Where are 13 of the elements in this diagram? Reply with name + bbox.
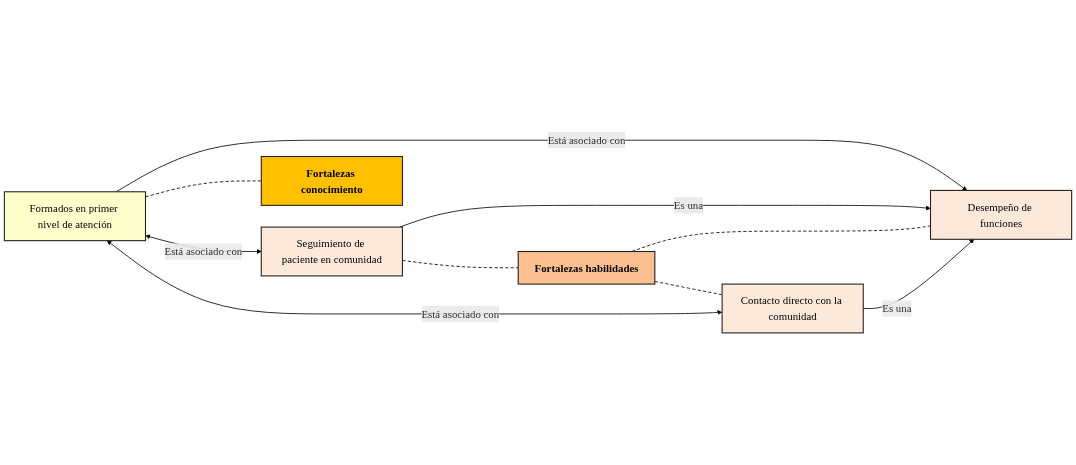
node-box: Formados en primer nivel de atención [3,191,147,242]
node-box: Desempeño de funciones [929,189,1073,240]
edge-label: Es una [882,302,912,315]
edge-label: Es una [673,199,704,212]
edge-label: Está asociado con [164,245,243,258]
connector [654,281,723,296]
edge-label: Está asociado con [421,307,500,320]
connector [145,180,262,198]
edge-label: Está asociado con [547,134,626,147]
node-box: Fortalezas habilidades [517,250,656,285]
node-box: Seguimiento de paciente en comunidad [260,226,403,277]
node-box: Fortalezas conocimiento [260,155,403,206]
node-box: Contacto directo con la comunidad [721,283,864,334]
